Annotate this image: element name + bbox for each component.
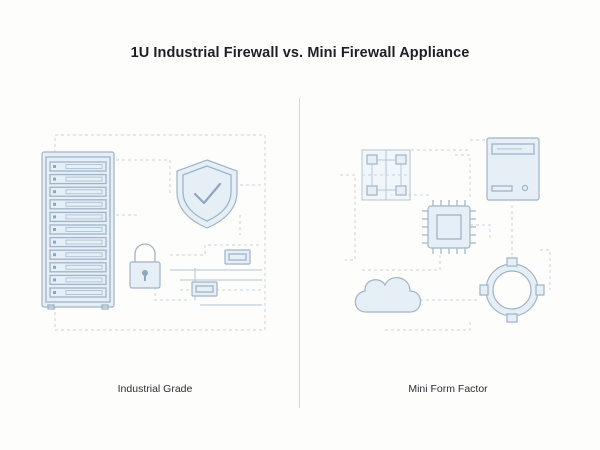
rack-bay: [65, 176, 103, 182]
rack-bay: [65, 164, 103, 169]
padlock-icon: [129, 243, 161, 289]
page-title: 1U Industrial Firewall vs. Mini Firewall…: [130, 45, 470, 61]
rack-bay: [65, 227, 103, 232]
port-icon: [170, 249, 262, 306]
rack-unit: [49, 287, 107, 298]
rack-bay: [65, 277, 103, 283]
rack-bay: [65, 252, 103, 258]
rack-bay: [65, 214, 103, 220]
rack-unit: [49, 186, 107, 197]
rack-led: [53, 240, 56, 244]
rack-bay: [65, 290, 103, 295]
panel-divider: [299, 98, 300, 408]
rack-led: [53, 202, 56, 206]
rack-unit: [49, 274, 107, 286]
rack-led: [53, 215, 56, 219]
network-grid-icon: [361, 149, 411, 201]
shield-check-icon: [176, 159, 238, 229]
rack-led: [53, 291, 56, 294]
rack-bay: [65, 239, 103, 245]
left-panel-label: Industrial Grade: [117, 383, 193, 395]
tower-pc-icon: [486, 137, 540, 201]
rack-unit: [49, 211, 107, 223]
rack-unit: [49, 236, 107, 248]
chip-icon: [422, 200, 476, 254]
rack-led: [53, 265, 56, 269]
rack-bay: [65, 264, 103, 270]
rack-bay: [65, 201, 103, 207]
rack-led: [53, 177, 56, 181]
rack-bay: [65, 189, 103, 195]
rack-unit: [49, 224, 107, 235]
server-rack-icon: [41, 151, 115, 310]
ring-icon: [479, 257, 545, 323]
cloud-icon: [354, 277, 422, 313]
rack-led: [53, 165, 56, 168]
rack-unit: [49, 199, 107, 210]
right-panel-label: Mini Form Factor: [408, 383, 488, 395]
rack-led: [53, 190, 56, 194]
rack-unit: [49, 262, 107, 273]
rack-led: [53, 228, 56, 231]
rack-unit: [49, 173, 107, 185]
rack-unit: [49, 249, 107, 260]
rack-unit: [49, 161, 107, 172]
rack-led: [53, 278, 56, 282]
rack-led: [53, 253, 56, 257]
